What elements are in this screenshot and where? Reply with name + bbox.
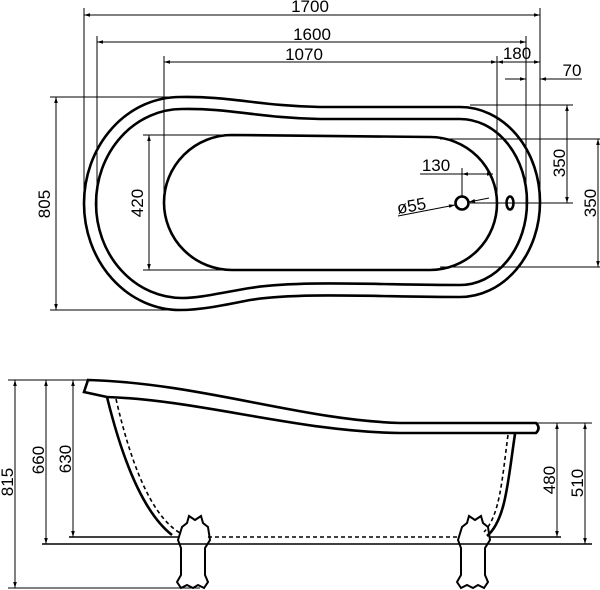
drain-icon bbox=[454, 195, 470, 211]
dim-label-180: 180 bbox=[503, 44, 531, 63]
basin-outline bbox=[162, 133, 499, 272]
dim-label-130: 130 bbox=[422, 156, 450, 175]
dim-label-805: 805 bbox=[35, 190, 54, 218]
dim-label-815: 815 bbox=[0, 468, 17, 496]
claw-foot-right-icon bbox=[455, 514, 492, 590]
claw-foot-left-icon bbox=[175, 514, 212, 590]
tub-inner-left-hidden bbox=[115, 398, 181, 534]
dim-label-70: 70 bbox=[563, 61, 582, 80]
dimension-lines bbox=[54, 13, 600, 310]
dim-label-350-upper: 350 bbox=[550, 149, 569, 177]
dim-label-630: 630 bbox=[56, 445, 75, 473]
tub-inner-rim-outline bbox=[94, 107, 529, 300]
dim-label-420: 420 bbox=[128, 189, 147, 217]
side-dimension-lines bbox=[13, 380, 587, 588]
dim-label-480: 480 bbox=[540, 466, 559, 494]
dim-label-660: 660 bbox=[29, 446, 48, 474]
dim-label-350-lower: 350 bbox=[581, 189, 600, 217]
dim-label-510: 510 bbox=[568, 469, 587, 497]
dim-label-drain-diameter: ø55 bbox=[395, 194, 427, 218]
dim-label-1600: 1600 bbox=[293, 25, 331, 44]
dim-label-1700: 1700 bbox=[291, 0, 329, 16]
extension-lines bbox=[50, 8, 600, 311]
dim-label-1070: 1070 bbox=[285, 45, 323, 64]
tub-inner-right-hidden bbox=[483, 434, 509, 533]
tub-rim-profile bbox=[82, 378, 540, 435]
side-view: 815 660 630 480 510 bbox=[0, 378, 592, 590]
tub-body-right bbox=[486, 433, 517, 537]
tub-body-left bbox=[105, 396, 173, 537]
top-view: 1700 1600 1070 180 70 130 ø55 805 420 35… bbox=[35, 0, 600, 312]
